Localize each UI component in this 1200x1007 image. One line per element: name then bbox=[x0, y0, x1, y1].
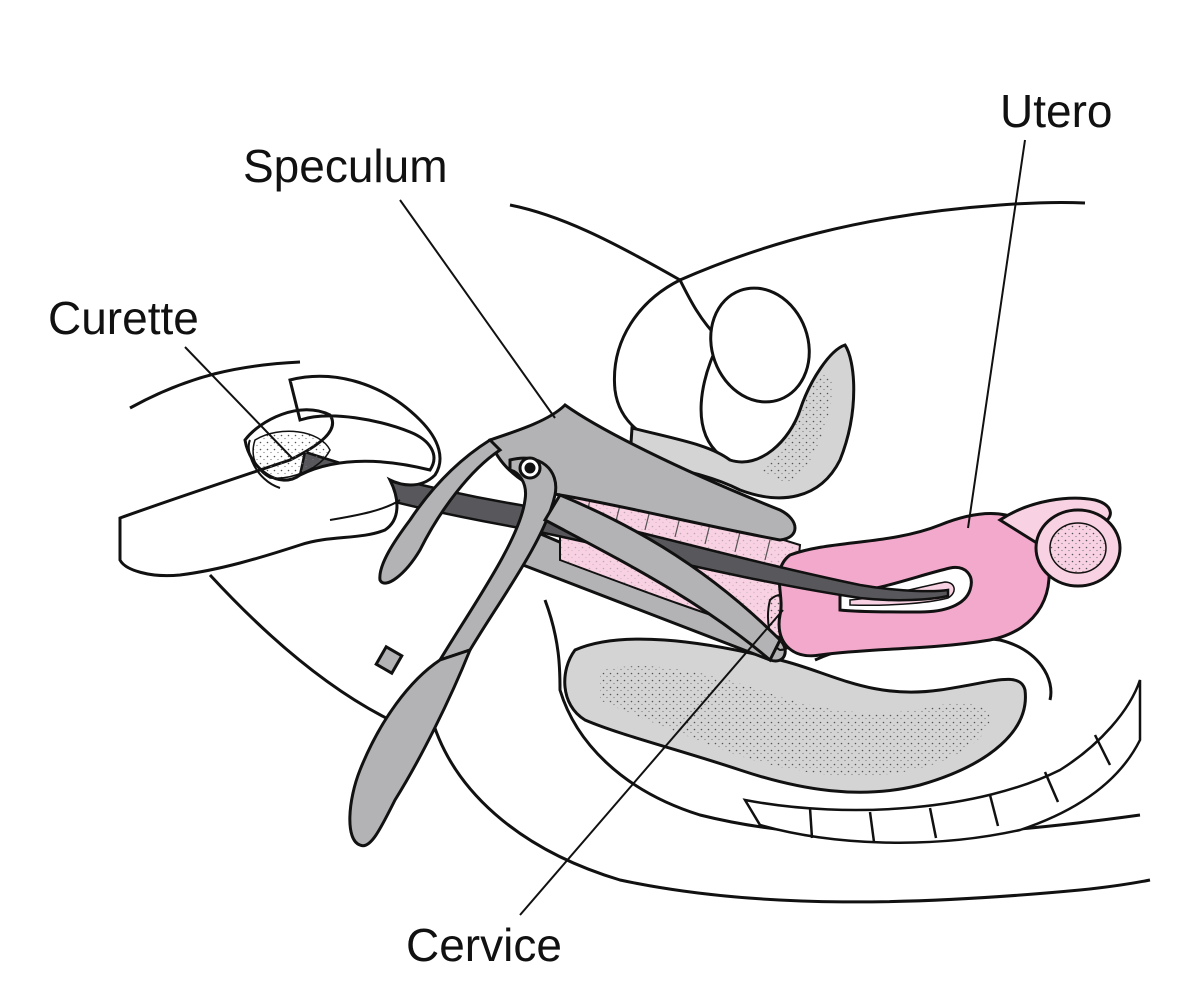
label-utero: Utero bbox=[1000, 85, 1113, 137]
leader-speculum bbox=[399, 199, 556, 419]
label-curette: Curette bbox=[48, 292, 199, 344]
bladder-icon bbox=[612, 277, 856, 500]
leader-utero bbox=[967, 139, 1026, 529]
rectum-icon bbox=[563, 634, 1053, 794]
leader-lines bbox=[184, 139, 1026, 916]
label-cervice: Cervice bbox=[406, 919, 562, 971]
curette-icon bbox=[298, 450, 950, 602]
leader-curette bbox=[184, 346, 293, 459]
leader-cervice bbox=[519, 609, 784, 916]
body-outline bbox=[129, 200, 1151, 904]
label-speculum: Speculum bbox=[243, 140, 448, 192]
speculum-icon bbox=[348, 403, 797, 848]
hand-icon bbox=[118, 374, 442, 578]
ovary-icon bbox=[1034, 508, 1122, 588]
spine-icon bbox=[742, 679, 1142, 844]
